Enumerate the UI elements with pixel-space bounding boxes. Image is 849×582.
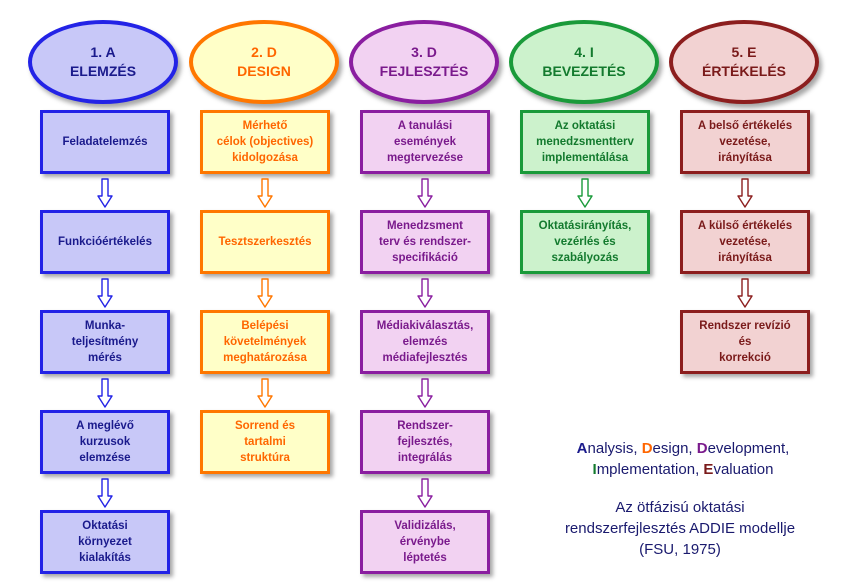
step-box-analysis: Feladatelemzés <box>40 110 170 174</box>
phase-name: FEJLESZTÉS <box>379 63 469 79</box>
down-arrow-icon <box>97 278 113 308</box>
phase-development: 3. D FEJLESZTÉS <box>349 20 499 104</box>
legend-evaluation-rest: valuation <box>713 461 774 478</box>
legend-development-initial: D <box>696 440 708 457</box>
phase-name: BEVEZETÉS <box>542 63 626 79</box>
down-arrow-icon <box>417 478 433 508</box>
phase-name: DESIGN <box>237 63 291 79</box>
down-arrow-icon <box>417 178 433 208</box>
step-label: Tesztszerkesztés <box>218 236 312 248</box>
caption-line-3: (FSU, 1975) <box>639 541 721 558</box>
step-box-development: Rendszer-fejlesztés,integrálás <box>360 410 490 474</box>
down-arrow-icon <box>257 378 273 408</box>
model-caption: Az ötfázisú oktatási rendszerfejlesztés … <box>530 497 830 560</box>
down-arrow-icon <box>97 478 113 508</box>
legend-analysis-initial: A <box>576 440 588 457</box>
step-box-design: Tesztszerkesztés <box>200 210 330 274</box>
down-arrow-icon <box>577 178 593 208</box>
phase-name: ÉRTÉKELÉS <box>701 63 786 79</box>
addie-legend: Analysis, Design, Development, Implement… <box>538 438 828 480</box>
phase-analysis: 1. A ELEMZÉS <box>28 20 178 104</box>
down-arrow-icon <box>737 178 753 208</box>
down-arrow-icon <box>737 278 753 308</box>
phase-number: 2. D <box>251 44 277 60</box>
legend-line-1: Analysis, Design, Development, <box>538 438 828 459</box>
legend-evaluation-initial: E <box>703 461 714 478</box>
down-arrow-icon <box>97 178 113 208</box>
caption-line-1: Az ötfázisú oktatási <box>615 499 745 516</box>
legend-analysis-rest: nalysis, <box>587 440 642 457</box>
step-label: Funkcióértékelés <box>58 236 152 248</box>
phase-number: 1. A <box>90 44 116 60</box>
phase-implementation: 4. I BEVEZETÉS <box>509 20 659 104</box>
phase-name: ELEMZÉS <box>69 63 137 79</box>
caption-line-2: rendszerfejlesztés ADDIE modellje <box>564 520 796 537</box>
phase-number: 5. E <box>731 44 757 60</box>
legend-development-rest: evelopment, <box>707 440 790 457</box>
down-arrow-icon <box>417 378 433 408</box>
down-arrow-icon <box>417 278 433 308</box>
phase-evaluation: 5. E ÉRTÉKELÉS <box>669 20 819 104</box>
legend-design-initial: D <box>641 440 653 457</box>
phase-number: 3. D <box>411 44 437 60</box>
legend-design-rest: esign, <box>652 440 697 457</box>
step-box-analysis: Funkcióértékelés <box>40 210 170 274</box>
down-arrow-icon <box>257 278 273 308</box>
phase-design: 2. D DESIGN <box>189 20 339 104</box>
down-arrow-icon <box>257 178 273 208</box>
legend-implementation-rest: mplementation, <box>596 461 704 478</box>
down-arrow-icon <box>97 378 113 408</box>
phase-number: 4. I <box>574 44 594 60</box>
step-label: Feladatelemzés <box>62 136 148 148</box>
step-label: Rendszer-fejlesztés,integrálás <box>397 420 453 464</box>
legend-line-2: Implementation, Evaluation <box>538 459 828 480</box>
legend-implementation-initial: I <box>592 461 597 478</box>
